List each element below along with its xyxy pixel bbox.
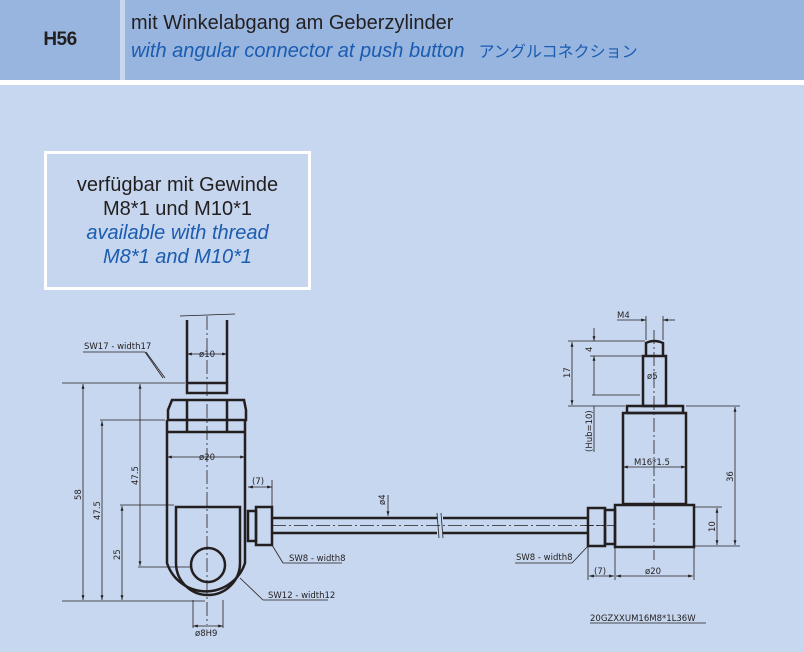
part-number-label: 20GZXXUM16M8*1L36W: [590, 614, 696, 624]
availability-de-line1: verfügbar mit Gewinde: [76, 174, 279, 196]
m4-label: M4: [617, 311, 630, 321]
dim7-left-label: (7): [252, 477, 264, 487]
dim25-label: 25: [113, 549, 123, 560]
product-code-text: H56: [43, 29, 77, 50]
left-component: [62, 313, 605, 628]
d10-label: ø10: [199, 350, 215, 360]
d20-right-label: ø20: [645, 567, 661, 577]
header-divider: [0, 80, 804, 85]
product-code: H56: [0, 0, 120, 80]
availability-en-line1: available with thread: [86, 222, 269, 244]
dim36-label: 36: [726, 471, 736, 482]
right-dimension-labels: M4 4 17 ø5 (Hub=10) M16*1.5 36 10 SW8 - …: [516, 311, 736, 624]
dim47-5-inner-label: 47.5: [131, 466, 141, 485]
thread-availability-box: verfügbar mit Gewinde M8*1 und M10*1 ava…: [44, 151, 311, 290]
left-dimension-labels: SW17 - width17 ø10 ø20 58 47.5 25 47.5 (…: [74, 342, 388, 639]
sw8-left-label: SW8 - width8: [289, 554, 346, 564]
dim47-5-outer-label: 47.5: [93, 501, 103, 520]
title-german: mit Winkelabgang am Geberzylinder: [131, 12, 454, 34]
right-component: [515, 316, 740, 624]
sw17-label: SW17 - width17: [84, 342, 151, 352]
title-japanese: アングルコネクション: [478, 44, 638, 61]
d5-label: ø5: [647, 372, 658, 382]
title-english: with angular connector at push button: [131, 40, 465, 62]
title-english-row: with angular connector at push button アング…: [131, 38, 638, 63]
dim17-label: 17: [563, 367, 573, 378]
sw12-label: SW12 - width12: [268, 591, 335, 601]
dim7-right-label: (7): [594, 567, 606, 577]
hub-label: (Hub=10): [585, 410, 595, 452]
header-title-area: mit Winkelabgang am Geberzylinder with a…: [125, 0, 804, 80]
dim10-label: 10: [708, 521, 718, 532]
d20-left-label: ø20: [199, 453, 215, 463]
dim58-label: 58: [74, 489, 84, 500]
d8h9-label: ø8H9: [195, 629, 217, 639]
availability-en-line2: M8*1 and M10*1: [103, 246, 252, 268]
cable-d4-label: ø4: [378, 494, 388, 505]
sw8-right-label: SW8 - width8: [516, 553, 573, 563]
dim4-label: 4: [585, 347, 595, 352]
availability-de-line2: M8*1 und M10*1: [103, 198, 252, 220]
m16-label: M16*1.5: [634, 458, 670, 468]
